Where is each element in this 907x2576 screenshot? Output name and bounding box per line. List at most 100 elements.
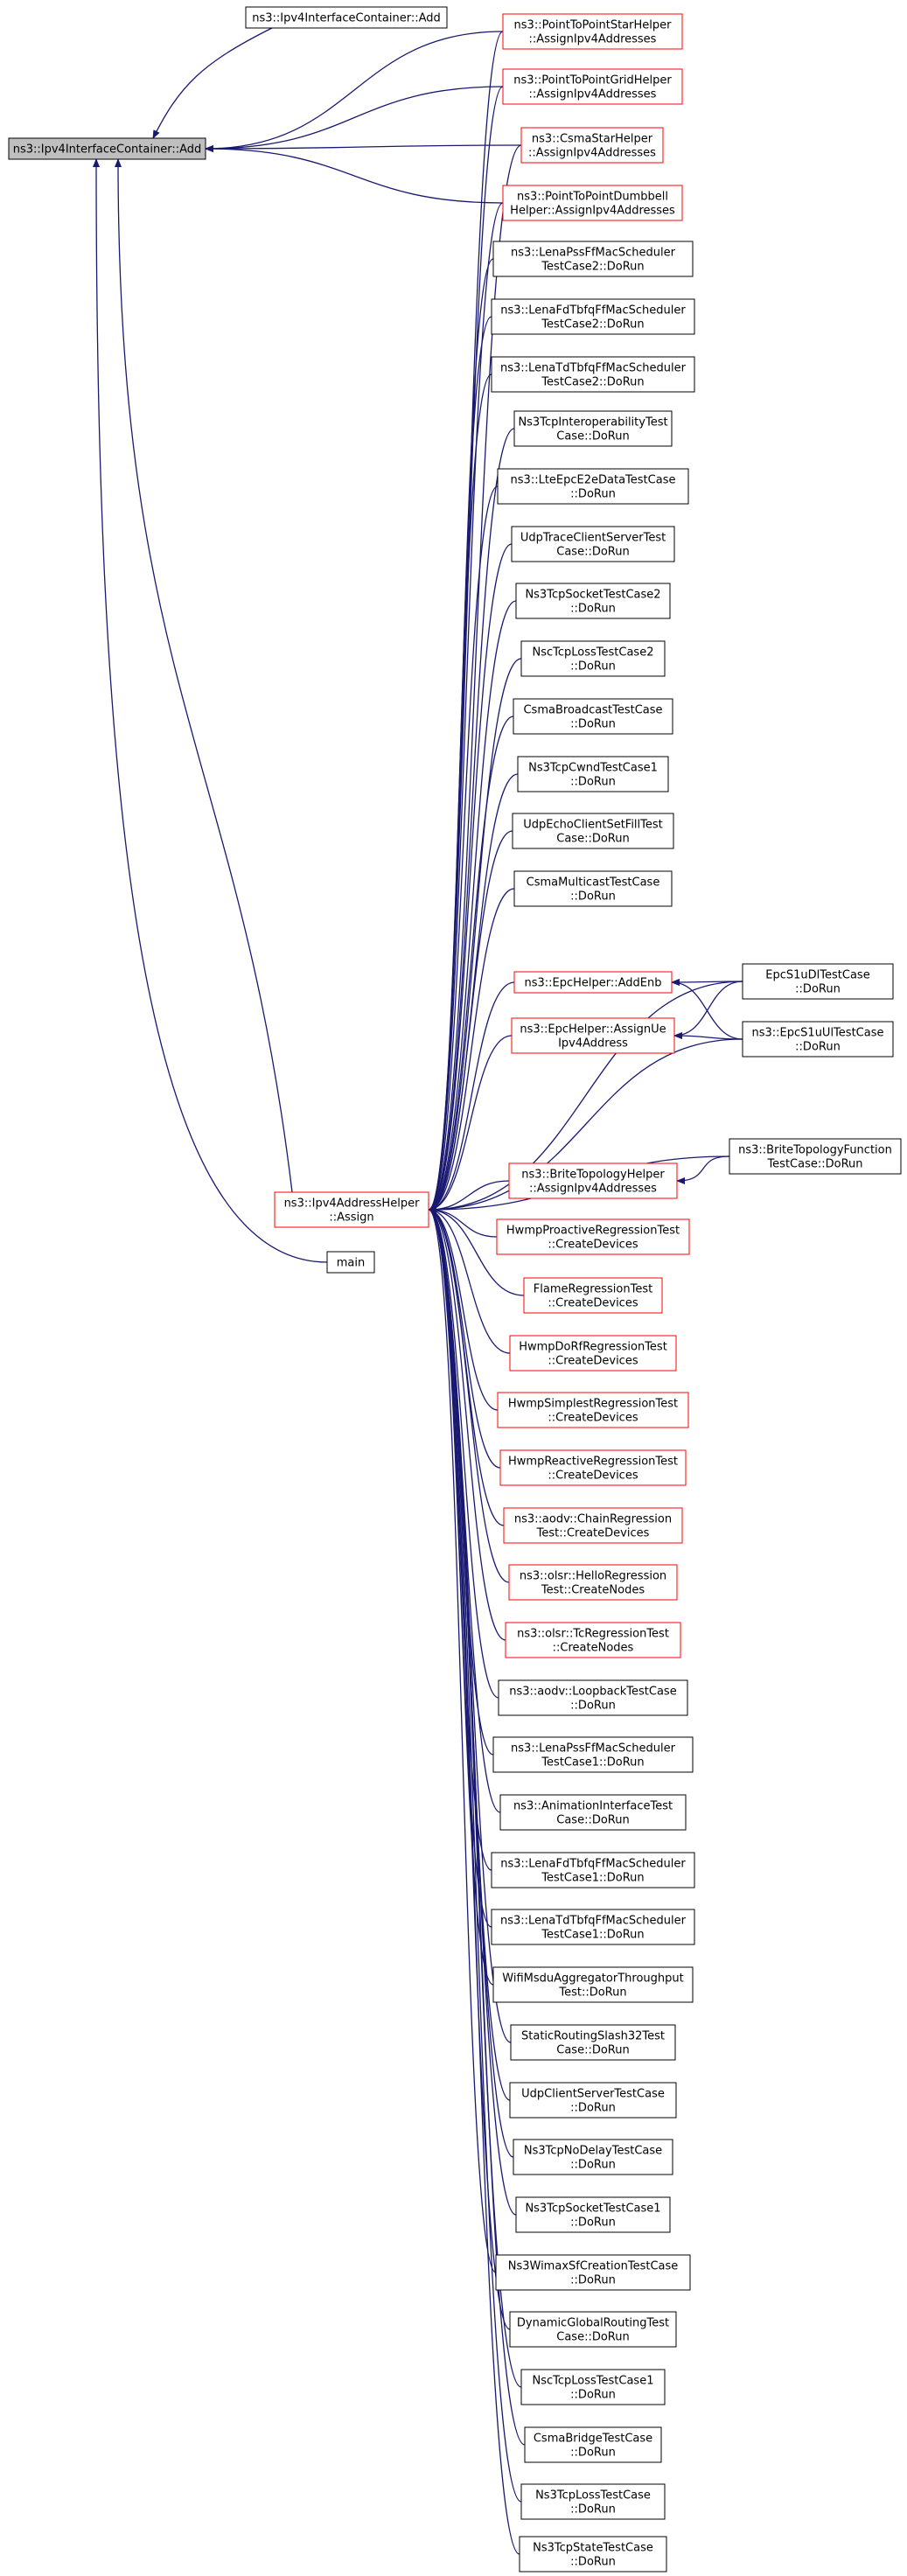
graph-edge-csma-bridge-to-ipv4-assign [428,1206,526,2446]
node-label: ::DoRun [570,603,616,616]
node-label: ::AssignIpv4Addresses [529,1183,657,1196]
node-label: ns3::EpcHelper::AddEnb [524,977,661,990]
node-box [491,298,695,335]
graph-node-epc-s1u-ul[interactable]: ns3::EpcS1uUlTestCase::DoRun [742,1021,894,1058]
node-label: HwmpProactiveRegressionTest [506,1225,680,1238]
node-box [511,526,675,562]
graph-edge-epc-addenb-to-ipv4-assign [428,981,515,1213]
node-box [492,1736,694,1773]
node-label: Ns3TcpSocketTestCase2 [525,589,660,602]
graph-node-lte-epc[interactable]: ns3::LteEpcE2eDataTestCase::DoRun [497,468,689,505]
graph-node-nsc-loss1[interactable]: NscTcpLossTestCase1::DoRun [520,2369,666,2405]
graph-node-lena-td2[interactable]: ns3::LenaTdTbfqFfMacSchedulerTestCase2::… [491,356,695,393]
node-label: ns3::EpcHelper::AssignUe [520,1023,666,1037]
node-label: ns3::olsr::HelloRegression [520,1570,666,1583]
graph-edge-nsc-loss2-to-ipv4-assign [428,658,522,1213]
graph-node-hwmp-simplest[interactable]: HwmpSimplestRegressionTest::CreateDevice… [497,1392,689,1428]
node-label: ns3::LenaTdTbfqFfMacScheduler [500,362,687,375]
graph-node-csma-star[interactable]: ns3::CsmaStarHelper::AssignIpv4Addresses [520,127,664,164]
node-box [498,1679,688,1716]
node-label: Ns3TcpCwndTestCase1 [528,762,658,775]
node-box [517,756,669,792]
graph-edge-csma-mcast-to-ipv4-assign [428,888,515,1213]
graph-node-lena-fd2[interactable]: ns3::LenaFdTbfqFfMacSchedulerTestCase2::… [491,298,695,335]
graph-node-aodv-chain[interactable]: ns3::aodv::ChainRegressionTest::CreateDe… [503,1507,683,1544]
graph-node-lena-fd1[interactable]: ns3::LenaFdTbfqFfMacSchedulerTestCase1::… [491,1852,695,1888]
node-label: ns3::aodv::LoopbackTestCase [509,1686,676,1699]
node-label: HwmpDoRfRegressionTest [519,1341,667,1354]
graph-node-aodv-loopback[interactable]: ns3::aodv::LoopbackTestCase::DoRun [498,1679,688,1716]
node-label: ::CreateNodes [553,1642,634,1655]
graph-node-lena-pss2[interactable]: ns3::LenaPssFfMacSchedulerTestCase2::DoR… [492,241,694,277]
node-label: HwmpReactiveRegressionTest [508,1456,678,1469]
graph-node-olsr-hello[interactable]: ns3::olsr::HelloRegressionTest::CreateNo… [508,1564,678,1601]
graph-node-tcp-loss[interactable]: Ns3TcpLossTestCase::DoRun [520,2483,666,2520]
graph-node-epc-s1u-dl[interactable]: EpcS1uDlTestCase::DoRun [742,963,894,1000]
graph-node-hwmp-reactive[interactable]: HwmpReactiveRegressionTest::CreateDevice… [499,1449,687,1486]
node-label: Test::CreateDevices [536,1527,650,1540]
graph-node-tcp-cwnd1[interactable]: Ns3TcpCwndTestCase1::DoRun [517,756,669,792]
graph-node-tcp-nodelay[interactable]: Ns3TcpNoDelayTestCase::DoRun [513,2139,673,2175]
graph-node-p2p-star[interactable]: ns3::PointToPointStarHelper::AssignIpv4A… [502,13,683,50]
graph-node-ipv4-container-add[interactable]: ns3::Ipv4InterfaceContainer::Add [245,6,448,29]
node-label: ns3::PointToPointStarHelper [514,19,673,32]
node-label: Ns3TcpInteroperabilityTest [518,416,667,429]
node-label: ::DoRun [795,1041,841,1054]
node-box [512,813,674,849]
graph-node-ipv4-assign[interactable]: ns3::Ipv4AddressHelper::Assign [274,1191,429,1228]
node-box [520,2369,666,2405]
node-label: ns3::PointToPointDumbbell [517,191,668,204]
graph-edge-animation-to-ipv4-assign [428,1206,501,1813]
node-box [511,1017,675,1054]
node-label: ::DoRun [570,718,616,731]
node-layer: ns3::Ipv4InterfaceContainer::Addns3::Ipv… [8,6,902,2573]
node-label: ns3::Ipv4InterfaceContainer::Add [252,12,441,25]
graph-edge-epc-s1u-dl-to-epc-assignue [673,981,743,1039]
graph-node-brite-helper[interactable]: ns3::BriteTopologyHelper::AssignIpv4Addr… [508,1162,678,1199]
node-box [742,963,894,1000]
graph-node-wimax-sf[interactable]: Ns3WimaxSfCreationTestCase::DoRun [495,2254,691,2291]
graph-node-lena-pss1[interactable]: ns3::LenaPssFfMacSchedulerTestCase1::DoR… [492,1736,694,1773]
graph-node-tcp-socket2[interactable]: Ns3TcpSocketTestCase2::DoRun [515,583,671,619]
graph-edge-brite-test-to-brite-helper [676,1155,730,1184]
graph-node-nsc-loss2[interactable]: NscTcpLossTestCase2::DoRun [520,640,666,677]
graph-node-main[interactable]: main [326,1251,375,1274]
node-label: Case::DoRun [556,546,629,559]
node-box [502,68,683,105]
node-box [491,1852,695,1888]
node-label: ::CreateDevices [548,1412,638,1425]
graph-node-flame[interactable]: FlameRegressionTest::CreateDevices [523,1277,663,1314]
graph-node-focus[interactable]: ns3::Ipv4InterfaceContainer::Add [8,137,206,160]
graph-node-hwmp-dorf[interactable]: HwmpDoRfRegressionTest::CreateDevices [509,1335,677,1372]
node-box [513,410,673,447]
graph-node-lena-td1[interactable]: ns3::LenaTdTbfqFfMacSchedulerTestCase1::… [491,1909,695,1945]
graph-node-brite-test[interactable]: ns3::BriteTopologyFunctionTestCase::DoRu… [729,1138,902,1175]
node-label: UdpEchoClientSetFillTest [523,819,663,832]
graph-node-csma-bcast[interactable]: CsmaBroadcastTestCase::DoRun [513,698,673,735]
node-box [729,1138,902,1175]
node-label: ns3::Ipv4InterfaceContainer::Add [13,143,202,157]
graph-node-p2p-dumbbell[interactable]: ns3::PointToPointDumbbellHelper::AssignI… [502,185,683,221]
graph-node-csma-bridge[interactable]: CsmaBridgeTestCase::DoRun [524,2426,662,2463]
node-box [520,2483,666,2520]
graph-node-udp-client-server[interactable]: UdpClientServerTestCase::DoRun [509,2082,677,2119]
graph-node-tcp-state[interactable]: Ns3TcpStateTestCase::DoRun [519,2536,667,2573]
graph-edge-epc-assignue-to-ipv4-assign [428,1035,513,1213]
graph-node-hwmp-proactive[interactable]: HwmpProactiveRegressionTest::CreateDevic… [496,1218,690,1255]
graph-edge-brite-helper-to-ipv4-assign [428,1180,510,1213]
graph-node-tcp-socket1[interactable]: Ns3TcpSocketTestCase1::DoRun [515,2196,671,2233]
node-label: ::DoRun [570,660,616,674]
graph-node-p2p-grid[interactable]: ns3::PointToPointGridHelper::AssignIpv4A… [502,68,683,105]
graph-node-epc-addenb[interactable]: ns3::EpcHelper::AddEnb [513,971,673,994]
node-label: ::DoRun [570,2102,616,2115]
graph-node-olsr-tc[interactable]: ns3::olsr::TcRegressionTest::CreateNodes [505,1622,681,1658]
graph-node-csma-mcast[interactable]: CsmaMulticastTestCase::DoRun [513,870,673,907]
